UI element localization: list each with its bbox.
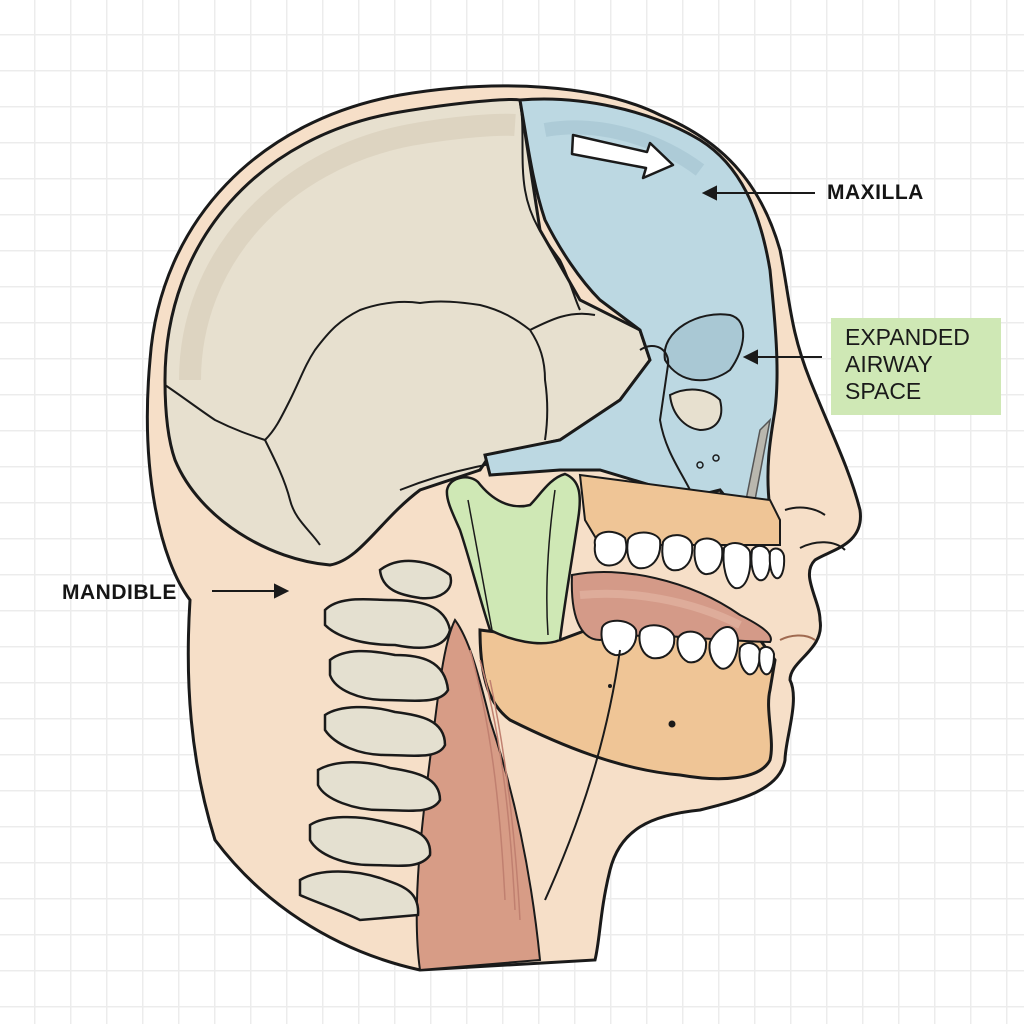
lower-teeth — [600, 619, 776, 676]
forward-arrow-icon — [570, 133, 675, 180]
airway-space — [445, 472, 582, 645]
airway-label-line-2: AIRWAY — [845, 351, 933, 377]
maxilla-region — [483, 97, 779, 517]
mandible — [478, 623, 777, 781]
upper-alveolar — [578, 473, 786, 590]
face-details — [779, 506, 846, 641]
neck-muscles — [415, 618, 621, 972]
pointer-lines — [212, 185, 822, 599]
airway-label-line-3: SPACE — [845, 378, 922, 404]
cranium — [163, 98, 652, 567]
airway-label-line-1: EXPANDED — [845, 324, 970, 350]
expanded-airway-label: EXPANDED AIRWAY SPACE — [831, 318, 1001, 415]
cervical-vertebrae — [298, 559, 453, 922]
mandible-label: MANDIBLE — [62, 581, 177, 604]
upper-teeth — [593, 530, 786, 590]
maxilla-label: MAXILLA — [827, 181, 924, 204]
